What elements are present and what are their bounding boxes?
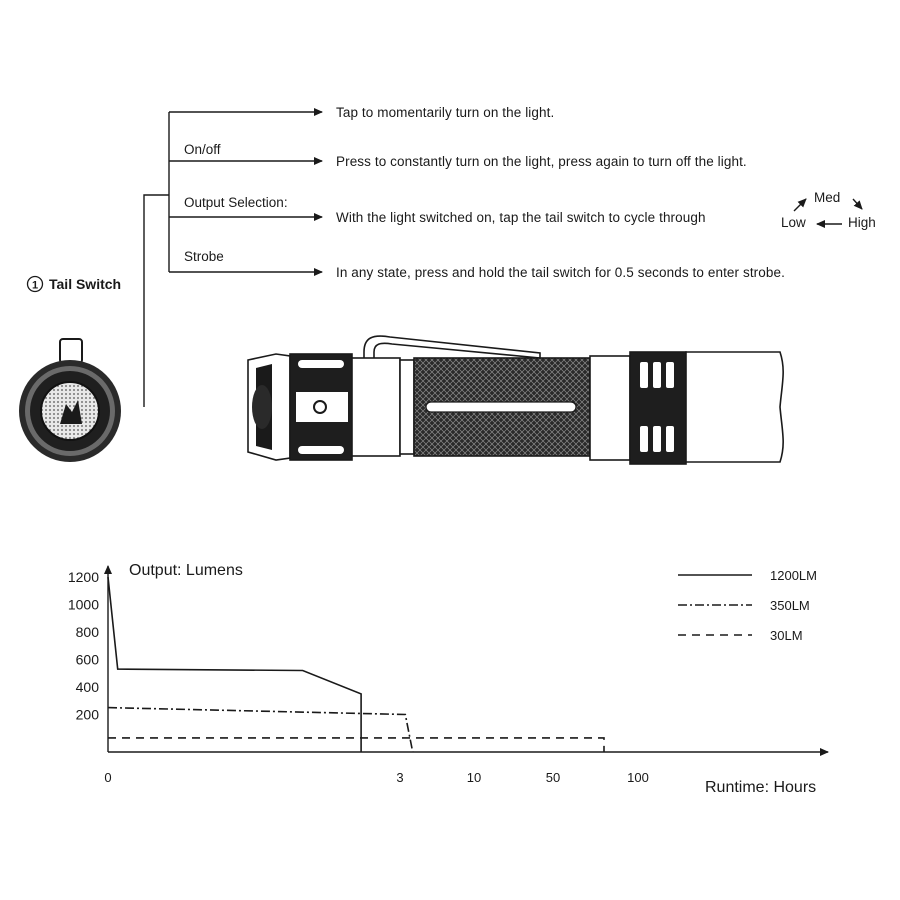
series-line-1200lm	[107, 576, 362, 752]
label-strobe: Strobe	[184, 249, 224, 264]
legend: 1200LM 350LM 30LM	[678, 568, 817, 643]
cycle-arrow-med-high	[852, 198, 863, 210]
series-line-30lm	[108, 737, 605, 752]
label-output-selection: Output Selection:	[184, 195, 288, 210]
y-tick-label: 1000	[68, 597, 99, 613]
heading-number: 1	[32, 280, 38, 292]
y-tick-label: 800	[76, 624, 100, 640]
legend-label: 30LM	[770, 628, 803, 643]
x-tick-label: 3	[396, 770, 403, 785]
x-tick-labels: 0 3 10 50 100	[104, 770, 648, 785]
y-tick-label: 400	[76, 679, 100, 695]
tail-switch-heading: 1 Tail Switch	[26, 275, 121, 293]
y-tick-labels: 1200 1000 800 600 400 200	[68, 569, 99, 723]
heading-title: Tail Switch	[49, 276, 121, 292]
x-tick-label: 0	[104, 770, 111, 785]
runtime-chart: Output: Lumens Runtime: Hours 1200100080…	[68, 562, 829, 796]
cycle-med: Med	[814, 190, 840, 205]
x-tick-label: 100	[627, 770, 649, 785]
flashlight-illustration	[247, 335, 784, 465]
cycle-high: High	[848, 215, 876, 230]
y-axis-label: Output: Lumens	[129, 562, 243, 579]
x-axis-label: Runtime: Hours	[705, 779, 816, 796]
legend-label: 350LM	[770, 598, 810, 613]
desc-strobe: In any state, press and hold the tail sw…	[336, 265, 785, 280]
cycle-arrow-low-med	[793, 198, 807, 212]
x-tick-label: 50	[546, 770, 560, 785]
y-tick-label: 600	[76, 652, 100, 668]
tail-switch-tree: On/off Output Selection: Strobe Tap to m…	[26, 105, 876, 407]
cycle-low: Low	[781, 215, 806, 230]
series-lines	[107, 576, 605, 753]
label-onoff: On/off	[184, 142, 221, 157]
desc-momentary: Tap to momentarily turn on the light.	[336, 105, 554, 120]
tree-stem	[143, 194, 169, 407]
y-tick-label: 200	[76, 707, 100, 723]
number-circle	[26, 275, 44, 293]
desc-output-selection: With the light switched on, tap the tail…	[336, 210, 706, 225]
tail-cap-illustration	[19, 338, 121, 462]
legend-label: 1200LM	[770, 568, 817, 583]
desc-onoff: Press to constantly turn on the light, p…	[336, 154, 747, 169]
mode-cycle: Med Low High	[781, 190, 876, 230]
y-tick-label: 1200	[68, 569, 99, 585]
series-line-350lm	[107, 706, 414, 753]
x-tick-label: 10	[467, 770, 481, 785]
